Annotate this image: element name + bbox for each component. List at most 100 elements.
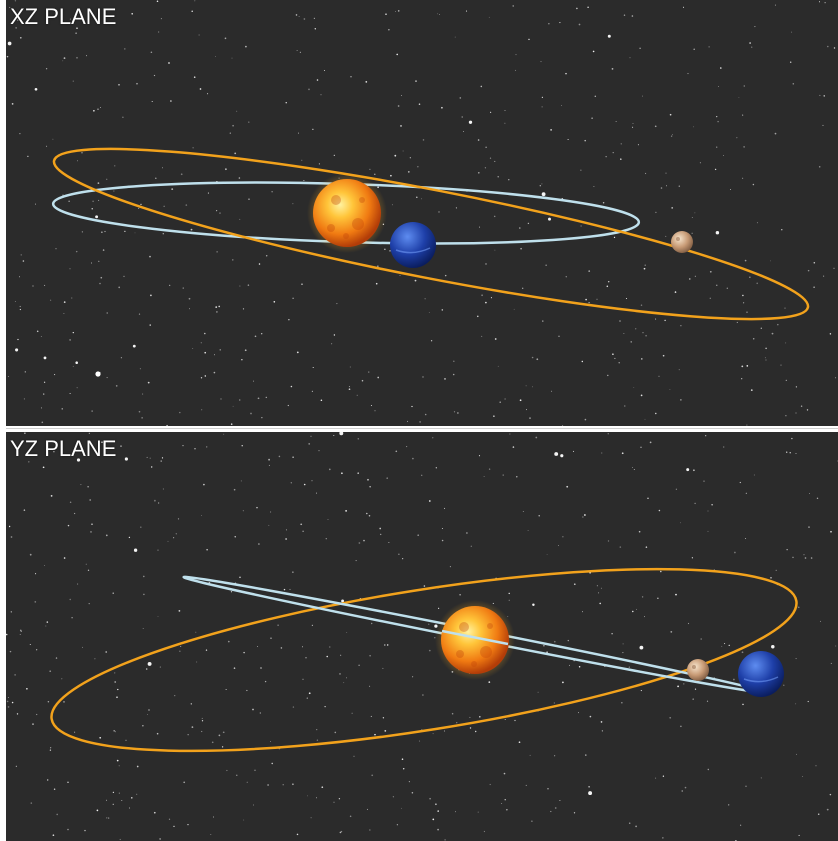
star (147, 713, 149, 715)
star (44, 284, 46, 286)
star (289, 588, 291, 590)
star (743, 85, 745, 87)
star (157, 549, 159, 551)
star (40, 407, 42, 409)
star (438, 211, 440, 213)
star (662, 775, 665, 777)
star (469, 716, 471, 718)
star (599, 602, 602, 605)
star (379, 533, 382, 536)
star (122, 116, 124, 119)
star (240, 480, 242, 482)
star (194, 448, 196, 450)
star (398, 553, 400, 555)
star (485, 301, 487, 304)
star (230, 591, 233, 593)
star (270, 637, 272, 640)
star (171, 188, 174, 190)
star (545, 264, 547, 266)
star (349, 366, 351, 368)
star (638, 530, 641, 533)
star (742, 703, 744, 706)
star (140, 526, 142, 528)
star (672, 134, 673, 136)
star (17, 19, 19, 21)
star (614, 357, 616, 359)
star (721, 645, 723, 647)
star (560, 454, 564, 458)
star (662, 837, 664, 839)
star (204, 332, 206, 335)
star (157, 31, 160, 33)
star (669, 716, 672, 719)
star (140, 203, 142, 205)
star (407, 420, 409, 422)
star (554, 640, 556, 643)
star (539, 185, 541, 187)
star (628, 822, 631, 824)
star (47, 701, 50, 703)
star (396, 824, 399, 826)
star (584, 514, 586, 516)
star (35, 573, 37, 575)
star (490, 297, 492, 299)
star (655, 318, 657, 320)
star (299, 51, 301, 53)
star (829, 793, 832, 796)
star (454, 36, 456, 38)
star (792, 83, 795, 85)
star (807, 700, 809, 703)
star (746, 365, 749, 367)
star (136, 82, 138, 85)
star (692, 698, 694, 700)
star (63, 301, 66, 303)
star (296, 49, 298, 51)
star (437, 13, 439, 15)
star (764, 357, 766, 359)
star (99, 736, 102, 739)
star (514, 719, 516, 722)
star (157, 616, 159, 617)
star (802, 776, 804, 778)
star (370, 715, 372, 717)
star (106, 817, 108, 819)
star (479, 226, 481, 228)
star (397, 10, 400, 12)
star (633, 469, 635, 470)
star (411, 791, 414, 794)
star (199, 88, 202, 90)
star (669, 113, 672, 116)
star (806, 409, 809, 411)
star (358, 664, 360, 667)
star (210, 834, 212, 836)
star (449, 566, 451, 568)
star (593, 185, 595, 188)
star (308, 692, 311, 695)
star (160, 18, 162, 20)
star (619, 320, 621, 322)
star (438, 607, 440, 609)
star (708, 46, 710, 48)
star (218, 734, 221, 737)
star (428, 312, 430, 313)
star (736, 137, 738, 139)
star (216, 251, 218, 253)
star (601, 730, 604, 732)
star (642, 332, 644, 334)
star (443, 730, 446, 732)
star (14, 0, 17, 2)
star (316, 79, 319, 81)
star (350, 76, 352, 78)
star (678, 369, 680, 371)
star (91, 208, 93, 210)
star (718, 85, 720, 87)
star (632, 126, 634, 128)
star (75, 250, 78, 253)
star (489, 157, 492, 159)
star (30, 802, 33, 804)
star (709, 297, 711, 299)
star (741, 651, 744, 654)
star (396, 53, 399, 56)
star (214, 354, 215, 356)
star (707, 510, 709, 512)
